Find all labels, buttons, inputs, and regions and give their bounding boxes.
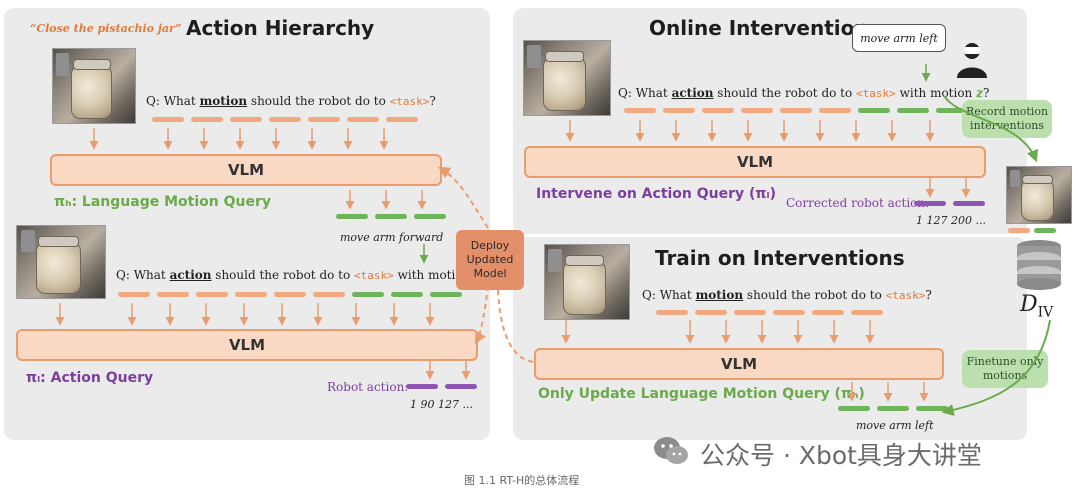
motion-question: Q: What motion should the robot do to <t…: [146, 94, 436, 108]
watermark: 公众号 · Xbot具身大讲堂: [700, 441, 982, 470]
vlm-block: VLM: [16, 329, 478, 361]
train-question: Q: What motion should the robot do to <t…: [642, 288, 932, 302]
corrected-label: Corrected robot action:: [786, 196, 930, 210]
motion-text: move arm forward: [340, 231, 444, 244]
action-tokens: [914, 201, 985, 206]
corrected-values: 1 127 200 ...: [916, 214, 986, 227]
pi-l-label: πₗ: Action Query: [26, 370, 154, 386]
vlm-block: VLM: [50, 154, 442, 186]
action-question: Q: What action should the robot do to <t…: [116, 268, 487, 282]
question-tokens: [152, 117, 418, 122]
question-tokens: [118, 292, 462, 297]
robot-action-label: Robot action:: [327, 380, 409, 394]
motion-tokens: [336, 214, 446, 219]
scene-photo: [523, 40, 611, 116]
figure-caption: 图 1.1 RT-H的总体流程: [464, 474, 580, 487]
vlm-block: VLM: [534, 348, 944, 380]
action-tokens: [406, 384, 477, 389]
question-tokens: [656, 310, 883, 315]
scene-photo: [52, 48, 136, 124]
dataset-label: DIV: [1020, 292, 1054, 321]
online-title: Online Intervention: [649, 16, 869, 40]
hierarchy-title: Action Hierarchy: [186, 16, 375, 40]
person-icon: [957, 43, 987, 78]
pi-h-label: πₕ: Language Motion Query: [54, 194, 271, 210]
question-tokens: [624, 108, 968, 113]
update-label: Only Update Language Motion Query (πₕ): [538, 386, 865, 402]
deploy-badge: Deploy Updated Model: [456, 230, 524, 290]
motion-tokens: [838, 406, 948, 411]
online-question: Q: What action should the robot do to <t…: [618, 86, 990, 100]
train-title: Train on Interventions: [655, 246, 905, 270]
intervene-label: Intervene on Action Query (πₗ): [536, 186, 776, 202]
scene-photo: [16, 225, 106, 299]
scene-photo: [544, 244, 630, 320]
finetune-box: Finetune only motions: [962, 350, 1048, 388]
record-box: Record motion interventions: [962, 100, 1052, 138]
dataset-tokens: [1008, 228, 1056, 233]
database-icon: [1017, 240, 1061, 290]
robot-action-values: 1 90 127 ...: [410, 398, 473, 411]
task-quote: “Close the pistachio jar”: [30, 22, 182, 35]
vlm-block: VLM: [524, 146, 986, 178]
wechat-icon: [654, 437, 688, 464]
dataset-photo: [1006, 166, 1072, 224]
speech-bubble: move arm left: [852, 24, 946, 52]
train-motion-text: move arm left: [856, 419, 934, 432]
